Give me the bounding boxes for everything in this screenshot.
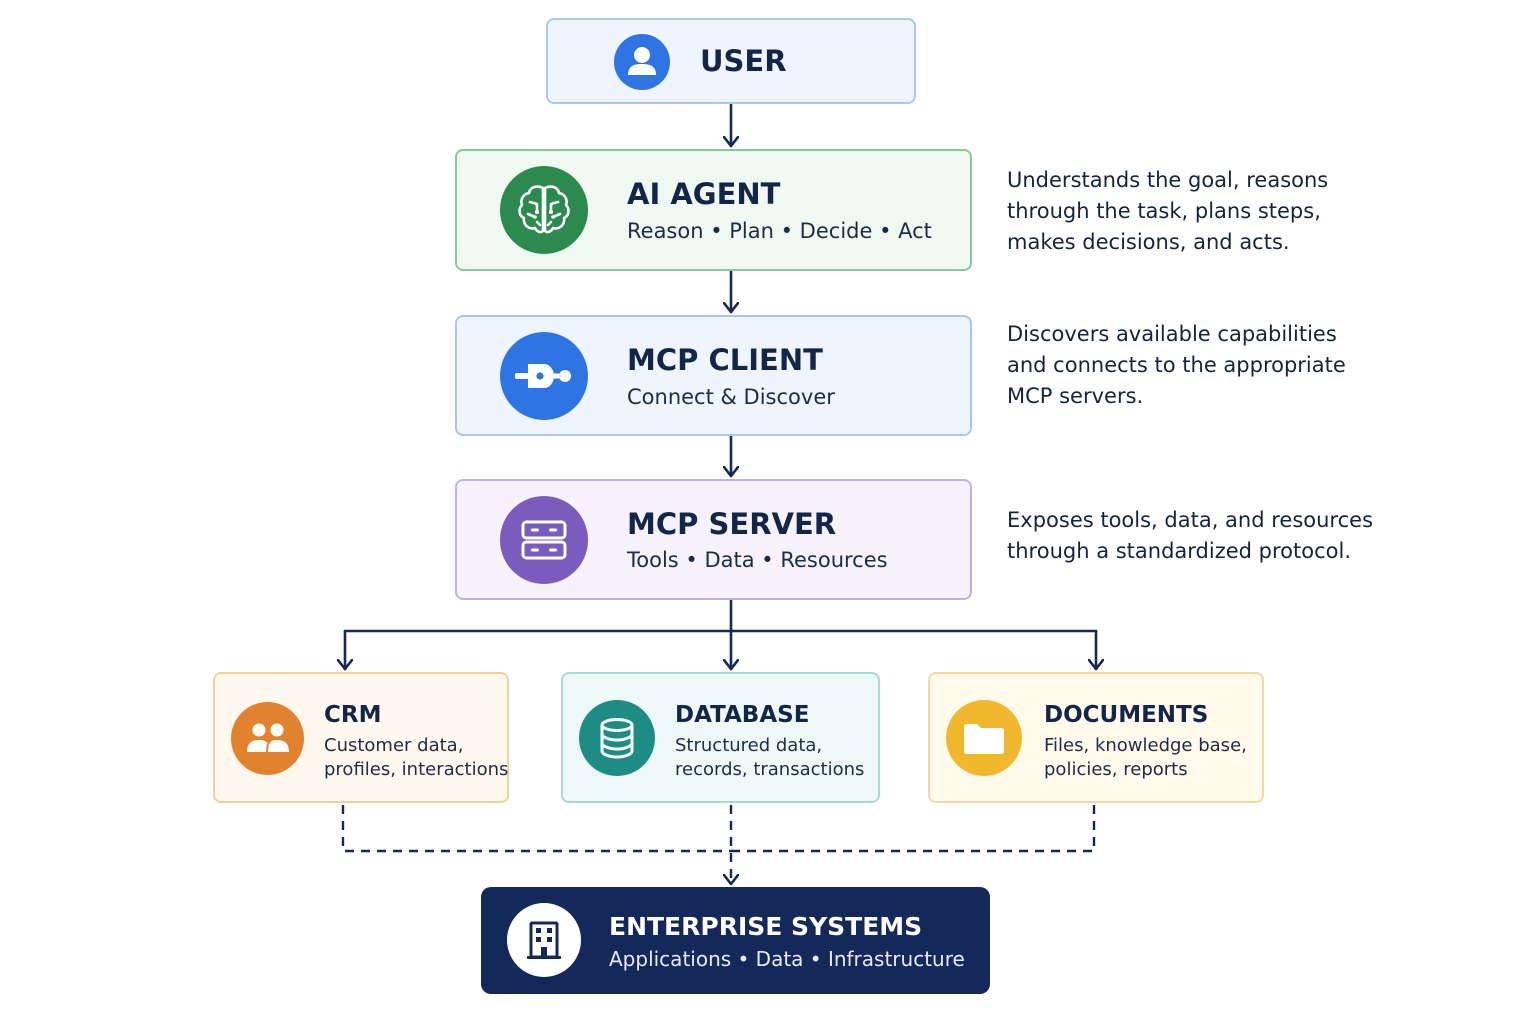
- mcp-client-title: MCP CLIENT: [627, 343, 823, 377]
- enterprise-systems-subtitle: Applications • Data • Infrastructure: [609, 947, 965, 971]
- dashed-line-from-crm: [341, 805, 731, 853]
- mcp-server-title: MCP SERVER: [627, 507, 837, 541]
- people-icon: [231, 702, 304, 775]
- crm-node[interactable]: CRM Customer data, profiles, interaction…: [213, 672, 509, 803]
- documents-node[interactable]: DOCUMENTS Files, knowledge base, policie…: [928, 672, 1264, 803]
- dashed-line-from-documents: [731, 805, 1096, 853]
- ai-agent-description: Understands the goal, reasons through th…: [1007, 165, 1328, 258]
- ai-agent-description-line: makes decisions, and acts.: [1007, 230, 1290, 254]
- database-description-line: records, transactions: [675, 759, 865, 780]
- documents-description: Files, knowledge base, policies, reports: [1044, 734, 1247, 782]
- mcp-client-description: Discovers available capabilities and con…: [1007, 319, 1346, 412]
- ai-agent-title: AI AGENT: [627, 177, 781, 211]
- mcp-server-description-line: through a standardized protocol.: [1007, 539, 1351, 563]
- mcp-server-description-line: Exposes tools, data, and resources: [1007, 508, 1374, 532]
- enterprise-systems-title: ENTERPRISE SYSTEMS: [609, 912, 923, 941]
- user-node[interactable]: USER: [546, 18, 916, 104]
- crm-title: CRM: [324, 702, 382, 728]
- server-icon: [500, 496, 588, 584]
- brain-icon: [500, 166, 588, 254]
- database-description-line: Structured data,: [675, 735, 823, 756]
- crm-description-line: profiles, interactions: [324, 759, 509, 780]
- plug-icon: [500, 332, 588, 420]
- database-node[interactable]: DATABASE Structured data, records, trans…: [561, 672, 880, 803]
- ai-agent-node[interactable]: AI AGENT Reason • Plan • Decide • Act: [455, 149, 972, 271]
- ai-agent-description-line: Understands the goal, reasons: [1007, 168, 1329, 192]
- crm-description-line: Customer data,: [324, 735, 464, 756]
- database-icon: [579, 700, 655, 776]
- mcp-client-description-line: MCP servers.: [1007, 384, 1144, 408]
- mcp-client-subtitle: Connect & Discover: [627, 385, 835, 409]
- documents-title: DOCUMENTS: [1044, 702, 1209, 728]
- ai-agent-description-line: through the task, plans steps,: [1007, 199, 1321, 223]
- documents-description-line: policies, reports: [1044, 759, 1188, 780]
- documents-description-line: Files, knowledge base,: [1044, 735, 1247, 756]
- building-icon: [507, 903, 581, 977]
- database-title: DATABASE: [675, 702, 810, 728]
- mcp-server-subtitle: Tools • Data • Resources: [627, 548, 888, 572]
- mcp-server-node[interactable]: MCP SERVER Tools • Data • Resources: [455, 479, 972, 600]
- mcp-client-description-line: and connects to the appropriate: [1007, 353, 1346, 377]
- mcp-server-description: Exposes tools, data, and resources throu…: [1007, 505, 1373, 567]
- ai-agent-subtitle: Reason • Plan • Decide • Act: [627, 219, 932, 243]
- mcp-client-description-line: Discovers available capabilities: [1007, 322, 1337, 346]
- mcp-client-node[interactable]: MCP CLIENT Connect & Discover: [455, 315, 972, 436]
- user-icon: [614, 34, 670, 90]
- folder-icon: [946, 700, 1022, 776]
- crm-description: Customer data, profiles, interactions: [324, 734, 508, 782]
- user-title: USER: [700, 44, 787, 78]
- enterprise-systems-node[interactable]: ENTERPRISE SYSTEMS Applications • Data •…: [481, 887, 990, 994]
- database-description: Structured data, records, transactions: [675, 734, 864, 782]
